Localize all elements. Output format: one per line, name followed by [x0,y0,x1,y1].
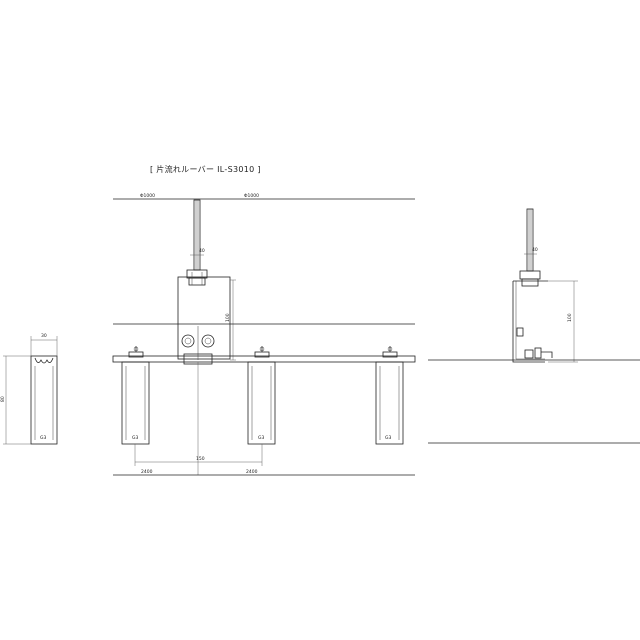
side-elevation: 40 100 [428,208,640,444]
hex-nut-lower [188,277,206,286]
side-l-bracket-inner [515,281,545,360]
side-bolt-1 [516,327,524,337]
rail-clip [382,346,398,358]
section-mark: G3 [40,435,46,441]
louver-blade-2: G3 [247,361,276,445]
louver-mark-3: G3 [385,435,391,441]
bolt-head-right [201,334,215,348]
rail-clip [128,346,144,358]
section-outline [30,355,58,445]
section-height-label: 80 [0,396,6,402]
bolt-head-right-inner [204,337,212,345]
ceiling-label-right: Φ1000 [244,193,259,199]
side-nut-upper [519,270,541,280]
bolt-head-left [181,334,195,348]
rail-clip [254,346,270,358]
bottom-dim-left: 2400 [141,469,153,475]
drawing-title: [ 片流れルーバー IL-S3010 ] [150,164,261,174]
louver-cross-section: G3 30 80 [0,333,58,445]
side-nut-lower [521,278,539,287]
bottom-dim-right: 2400 [246,469,258,475]
louver-blade-3: G3 [375,361,404,445]
side-l-bracket [512,281,545,363]
side-bolt-3 [534,347,542,359]
bolt-dim-label: 40 [199,248,205,254]
side-hanger-bolt [526,208,534,272]
height-dim-label: 100 [225,313,231,322]
side-bolt-2 [524,349,534,359]
hanger-bolt [193,199,201,271]
hanger-bracket [177,276,231,360]
side-bolt-dim-label: 40 [532,247,538,253]
front-elevation: Φ1000 Φ1000 40 100 [112,193,416,476]
section-clip-profile [34,357,54,364]
bolt-head-left-inner [184,337,192,345]
side-clip [541,351,553,358]
ceiling-label-left: Φ1000 [140,193,155,199]
louver-mark-1: G3 [132,435,138,441]
pitch-dim-label: 150 [196,456,205,462]
louver-mark-2: G3 [258,435,264,441]
section-width-label: 30 [41,333,47,339]
louver-blade-1: G3 [121,361,150,445]
side-height-label: 100 [567,313,573,322]
